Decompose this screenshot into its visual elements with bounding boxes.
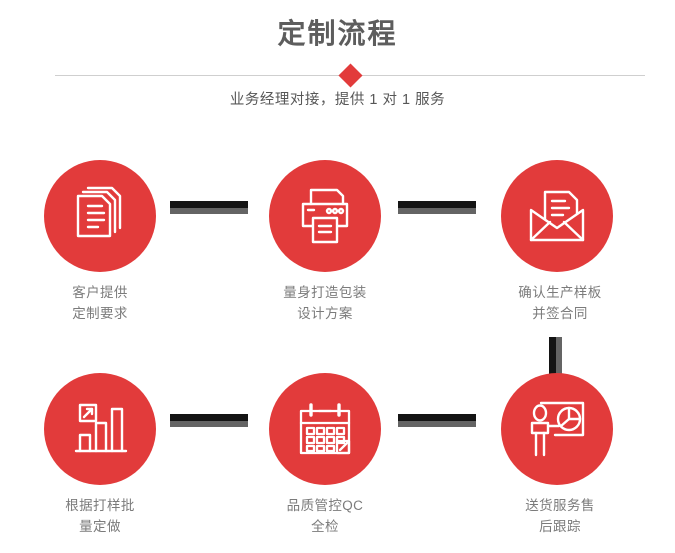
process-flow: 客户提供 定制要求 — [0, 150, 675, 550]
connector-bar-dark — [549, 337, 556, 375]
flow-row-top: 客户提供 定制要求 — [0, 150, 675, 375]
flow-step-delivery-aftersales[interactable]: 送货服务售 后跟踪 — [472, 363, 642, 553]
documents-stack-icon — [68, 184, 132, 248]
connector-bar-gray — [556, 337, 562, 375]
flow-step-label: 客户提供 定制要求 — [72, 285, 128, 321]
flow-step-label: 品质管控QC 全检 — [286, 498, 364, 534]
connector-bar-gray — [398, 208, 476, 214]
flow-step-label: 送货服务售 后跟踪 — [525, 498, 595, 534]
step-circle — [44, 160, 156, 272]
presenter-pie-chart-icon — [525, 397, 589, 461]
flow-step-package-design[interactable]: 量身打造包装 设计方案 — [240, 150, 410, 340]
step-circle — [269, 373, 381, 485]
flow-step-customer-requirements[interactable]: 客户提供 定制要求 — [15, 150, 185, 340]
connector-bar-dark — [170, 201, 248, 208]
calendar-check-icon — [293, 397, 357, 461]
flow-step-label: 量身打造包装 设计方案 — [283, 285, 367, 321]
connector-horizontal — [170, 414, 248, 427]
header: 定制流程 业务经理对接，提供 1 对 1 服务 — [0, 0, 675, 125]
title-divider — [55, 62, 645, 88]
connector-horizontal — [398, 201, 476, 214]
bar-chart-growth-icon — [68, 397, 132, 461]
printer-icon — [293, 184, 357, 248]
connector-bar-dark — [170, 414, 248, 421]
connector-bar-dark — [398, 201, 476, 208]
connector-bar-gray — [170, 421, 248, 427]
connector-horizontal — [398, 414, 476, 427]
connector-vertical — [549, 337, 562, 375]
page-subtitle: 业务经理对接，提供 1 对 1 服务 — [229, 92, 446, 108]
step-circle — [44, 373, 156, 485]
connector-bar-dark — [398, 414, 476, 421]
connector-bar-gray — [398, 421, 476, 427]
envelope-document-icon — [525, 184, 589, 248]
flow-step-label: 根据打样批 量定做 — [65, 498, 135, 534]
flow-step-quality-control[interactable]: 品质管控QC 全检 — [240, 363, 410, 553]
connector-horizontal — [170, 201, 248, 214]
step-circle — [501, 160, 613, 272]
step-circle — [269, 160, 381, 272]
flow-row-bottom: 根据打样批 量定做 — [0, 363, 675, 553]
flow-step-batch-production[interactable]: 根据打样批 量定做 — [15, 363, 185, 553]
step-circle — [501, 373, 613, 485]
diamond-marker-icon — [337, 62, 363, 88]
connector-bar-gray — [170, 208, 248, 214]
flow-step-label: 确认生产样板 并签合同 — [518, 285, 602, 321]
page-title: 定制流程 — [277, 18, 398, 49]
flow-step-confirm-sample-contract[interactable]: 确认生产样板 并签合同 — [472, 150, 642, 340]
